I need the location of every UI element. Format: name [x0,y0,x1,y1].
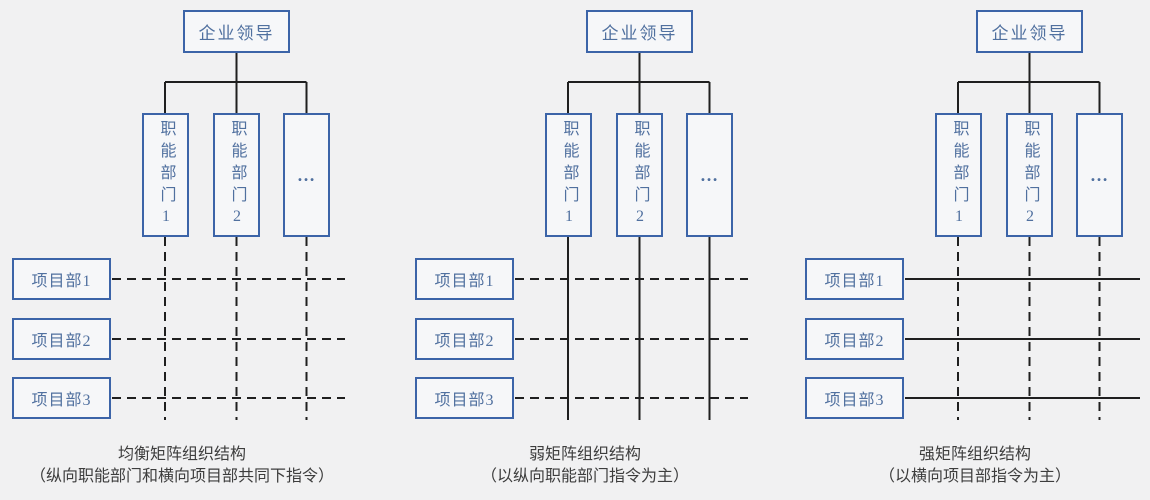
leader-box: 企业领导 [586,10,693,53]
project-box-3: 项目部3 [805,377,904,419]
project-label-2: 项目部2 [434,333,495,350]
project-box-3: 项目部3 [415,377,514,419]
project-label-3: 项目部3 [434,392,495,409]
project-box-1: 项目部1 [12,258,111,300]
diagram-weak-matrix: 企业领导 职能部门1 职能部门2 … 项目部1 项目部2 项目部3 弱矩阵组织结… [403,0,758,500]
project-box-1: 项目部1 [415,258,514,300]
project-label-1: 项目部1 [824,273,885,290]
project-box-3: 项目部3 [12,377,111,419]
caption-title: 弱矩阵组织结构 [528,446,641,463]
functional-label-2: 职能部门2 [228,119,246,231]
project-box-2: 项目部2 [12,318,111,360]
diagram-balanced-matrix: 企业领导 职能部门1 职能部门2 … 项目部1 项目部2 项目部3 均衡矩阵组织… [0,0,355,500]
functional-label-2: 职能部门2 [631,119,649,231]
project-label-2: 项目部2 [31,333,92,350]
org-lines [905,53,1140,420]
caption-subtitle: （以纵向职能部门指令为主） [480,468,689,485]
project-label-2: 项目部2 [824,333,885,350]
leader-box: 企业领导 [183,10,290,53]
functional-label-1: 职能部门1 [950,119,968,231]
leader-label: 企业领导 [991,24,1068,43]
caption: 均衡矩阵组织结构 （纵向职能部门和横向项目部共同下指令） [7,444,357,488]
caption-subtitle: （纵向职能部门和横向项目部共同下指令） [29,468,334,485]
functional-box-2: 职能部门2 [616,113,663,237]
functional-box-ellipsis: … [283,113,330,237]
leader-box: 企业领导 [976,10,1083,53]
caption: 强矩阵组织结构 （以横向项目部指令为主） [800,444,1150,488]
functional-label-1: 职能部门1 [560,119,578,231]
functional-box-ellipsis: … [686,113,733,237]
caption-subtitle: （以横向项目部指令为主） [878,468,1071,485]
ellipsis-label: … [1090,164,1109,185]
functional-box-1: 职能部门1 [142,113,189,237]
leader-label: 企业领导 [198,24,275,43]
functional-box-1: 职能部门1 [545,113,592,237]
org-lines [515,53,748,420]
project-label-3: 项目部3 [31,392,92,409]
caption: 弱矩阵组织结构 （以纵向职能部门指令为主） [410,444,760,488]
project-box-2: 项目部2 [805,318,904,360]
functional-label-1: 职能部门1 [157,119,175,231]
leader-label: 企业领导 [601,24,678,43]
functional-box-ellipsis: … [1076,113,1123,237]
project-box-1: 项目部1 [805,258,904,300]
functional-box-2: 职能部门2 [1006,113,1053,237]
ellipsis-label: … [297,164,316,185]
caption-title: 均衡矩阵组织结构 [117,446,246,463]
project-label-1: 项目部1 [31,273,92,290]
diagram-strong-matrix: 企业领导 职能部门1 职能部门2 … 项目部1 项目部2 项目部3 强矩阵组织结… [793,0,1148,500]
ellipsis-label: … [700,164,719,185]
functional-label-2: 职能部门2 [1021,119,1039,231]
org-lines [112,53,345,420]
caption-title: 强矩阵组织结构 [918,446,1031,463]
project-label-1: 项目部1 [434,273,495,290]
project-box-2: 项目部2 [415,318,514,360]
project-label-3: 项目部3 [824,392,885,409]
functional-box-2: 职能部门2 [213,113,260,237]
functional-box-1: 职能部门1 [935,113,982,237]
